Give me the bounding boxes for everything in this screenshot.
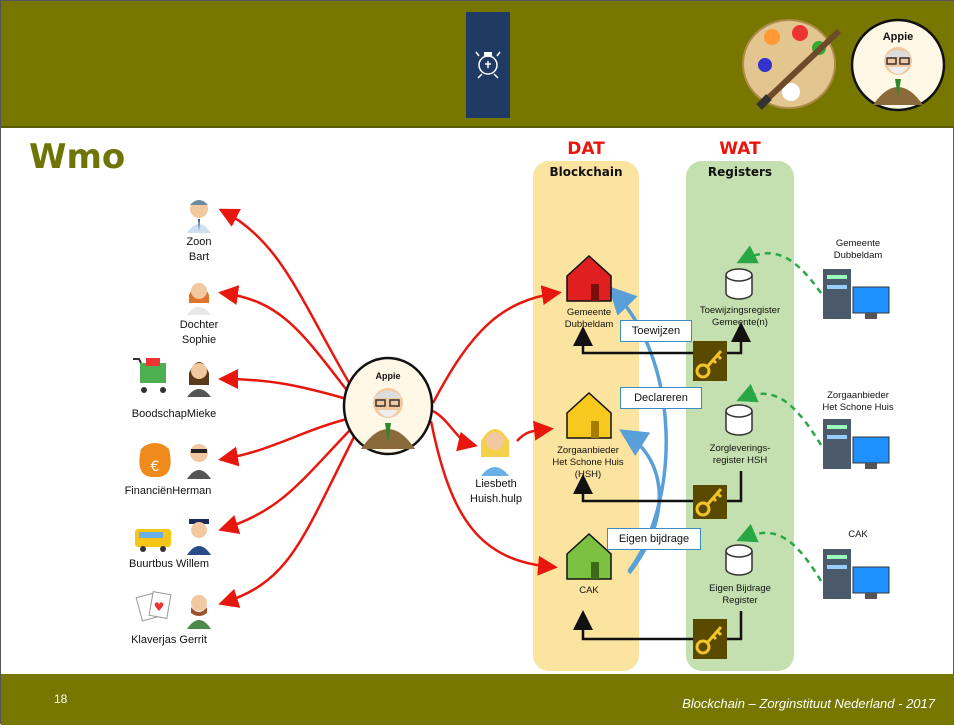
register-toewijzing-label: Toewijzingsregister Gemeente(n)	[699, 305, 781, 328]
label-financien-herman: FinanciënHerman	[124, 485, 212, 497]
label-buurtbus-willem: Buurtbus Willem	[128, 558, 210, 570]
key-icon-3	[693, 619, 727, 659]
footer-text: Blockchain – Zorginstituut Nederland - 2…	[682, 696, 935, 711]
register-eigen-bijdrage-label: Eigen Bijdrage Register	[709, 583, 771, 606]
key-icon-1	[693, 341, 727, 381]
house-cak-icon	[566, 532, 612, 580]
appie-avatar-center	[342, 356, 434, 456]
bus-icon	[135, 529, 171, 552]
page-number: 18	[54, 692, 68, 706]
label-dochter: Dochter Sophie	[179, 319, 219, 346]
database-icon-zorglevering	[725, 404, 753, 436]
person-willem-icon	[187, 519, 211, 555]
person-gerrit-icon	[187, 595, 211, 629]
arrow-to-liesbeth	[432, 409, 478, 452]
bottom-bar	[1, 674, 954, 725]
svg-text:♥: ♥	[154, 600, 165, 614]
playing-cards-icon: ♥	[135, 591, 172, 622]
arrow-to-mieke	[218, 369, 348, 401]
appie-center-label: Appie	[375, 371, 401, 381]
database-icon-eigen-bijdrage	[725, 544, 753, 576]
action-eigen-bijdrage: Eigen bijdrage	[607, 528, 701, 550]
key-icon-2	[693, 485, 727, 519]
arrow-to-herman	[218, 417, 348, 467]
coat-of-arms-icon	[475, 51, 501, 79]
action-toewijzen: Toewijzen	[620, 320, 692, 342]
page-title: Wmo	[29, 137, 126, 177]
appie-header-label: Appie	[882, 31, 914, 43]
action-declareren: Declareren	[620, 387, 702, 409]
sync-arrows	[736, 245, 823, 582]
server-icon-gemeente	[823, 269, 890, 319]
liesbeth-label: Liesbeth Huish.hulp	[470, 478, 522, 505]
svg-text:€: €	[151, 459, 160, 475]
registers-subtitle: Registers	[707, 165, 773, 179]
person-dochter-icon	[187, 283, 211, 315]
person-mieke-icon	[187, 362, 211, 397]
server-gemeente-label: Gemeente Dubbeldam	[833, 238, 883, 261]
arrow-to-dochter	[218, 285, 350, 394]
person-zoon-icon	[187, 200, 211, 233]
wat-title: WAT	[719, 139, 761, 159]
house-gemeente-icon	[566, 254, 612, 302]
server-icon-hsh	[823, 419, 890, 469]
dat-title: DAT	[567, 139, 605, 159]
shopping-cart-icon	[133, 358, 166, 393]
house-hsh-icon	[566, 391, 612, 439]
label-zoon: Zoon Bart	[186, 236, 212, 263]
server-icon-cak	[823, 549, 890, 599]
arrow-to-zoon	[218, 208, 353, 387]
arrow-to-cak	[429, 420, 558, 576]
liesbeth-helper-icon	[481, 429, 509, 476]
arrow-to-gerrit	[218, 432, 358, 608]
money-bag-icon: €	[139, 443, 171, 477]
house-gemeente-label: Gemeente Dubbeldam	[564, 307, 614, 330]
blockchain-subtitle: Blockchain	[549, 165, 623, 179]
server-cak-label: CAK	[848, 529, 868, 540]
label-boodschap-mieke: BoodschapMieke	[131, 408, 217, 420]
appie-avatar-header	[850, 18, 946, 112]
government-emblem-logo	[466, 12, 510, 118]
relation-arrows	[218, 208, 562, 608]
arrow-declareren	[619, 429, 661, 575]
paint-palette-icon	[742, 19, 842, 110]
register-zorglevering-label: Zorgleverings- register HSH	[709, 443, 771, 466]
person-herman-icon	[187, 444, 211, 479]
label-klaverjas-gerrit: Klaverjas Gerrit	[131, 634, 207, 646]
arrow-to-hsh	[516, 420, 554, 442]
house-hsh-label: Zorgaanbieder Het Schone Huis (HSH)	[552, 445, 624, 480]
arrow-to-willem	[218, 428, 352, 535]
database-icon-toewijzing	[725, 268, 753, 300]
arrow-to-gemeente	[431, 285, 562, 404]
register-connections	[573, 322, 751, 641]
house-cak-label: CAK	[579, 585, 599, 596]
server-hsh-label: Zorgaanbieder Het Schone Huis	[822, 390, 894, 413]
